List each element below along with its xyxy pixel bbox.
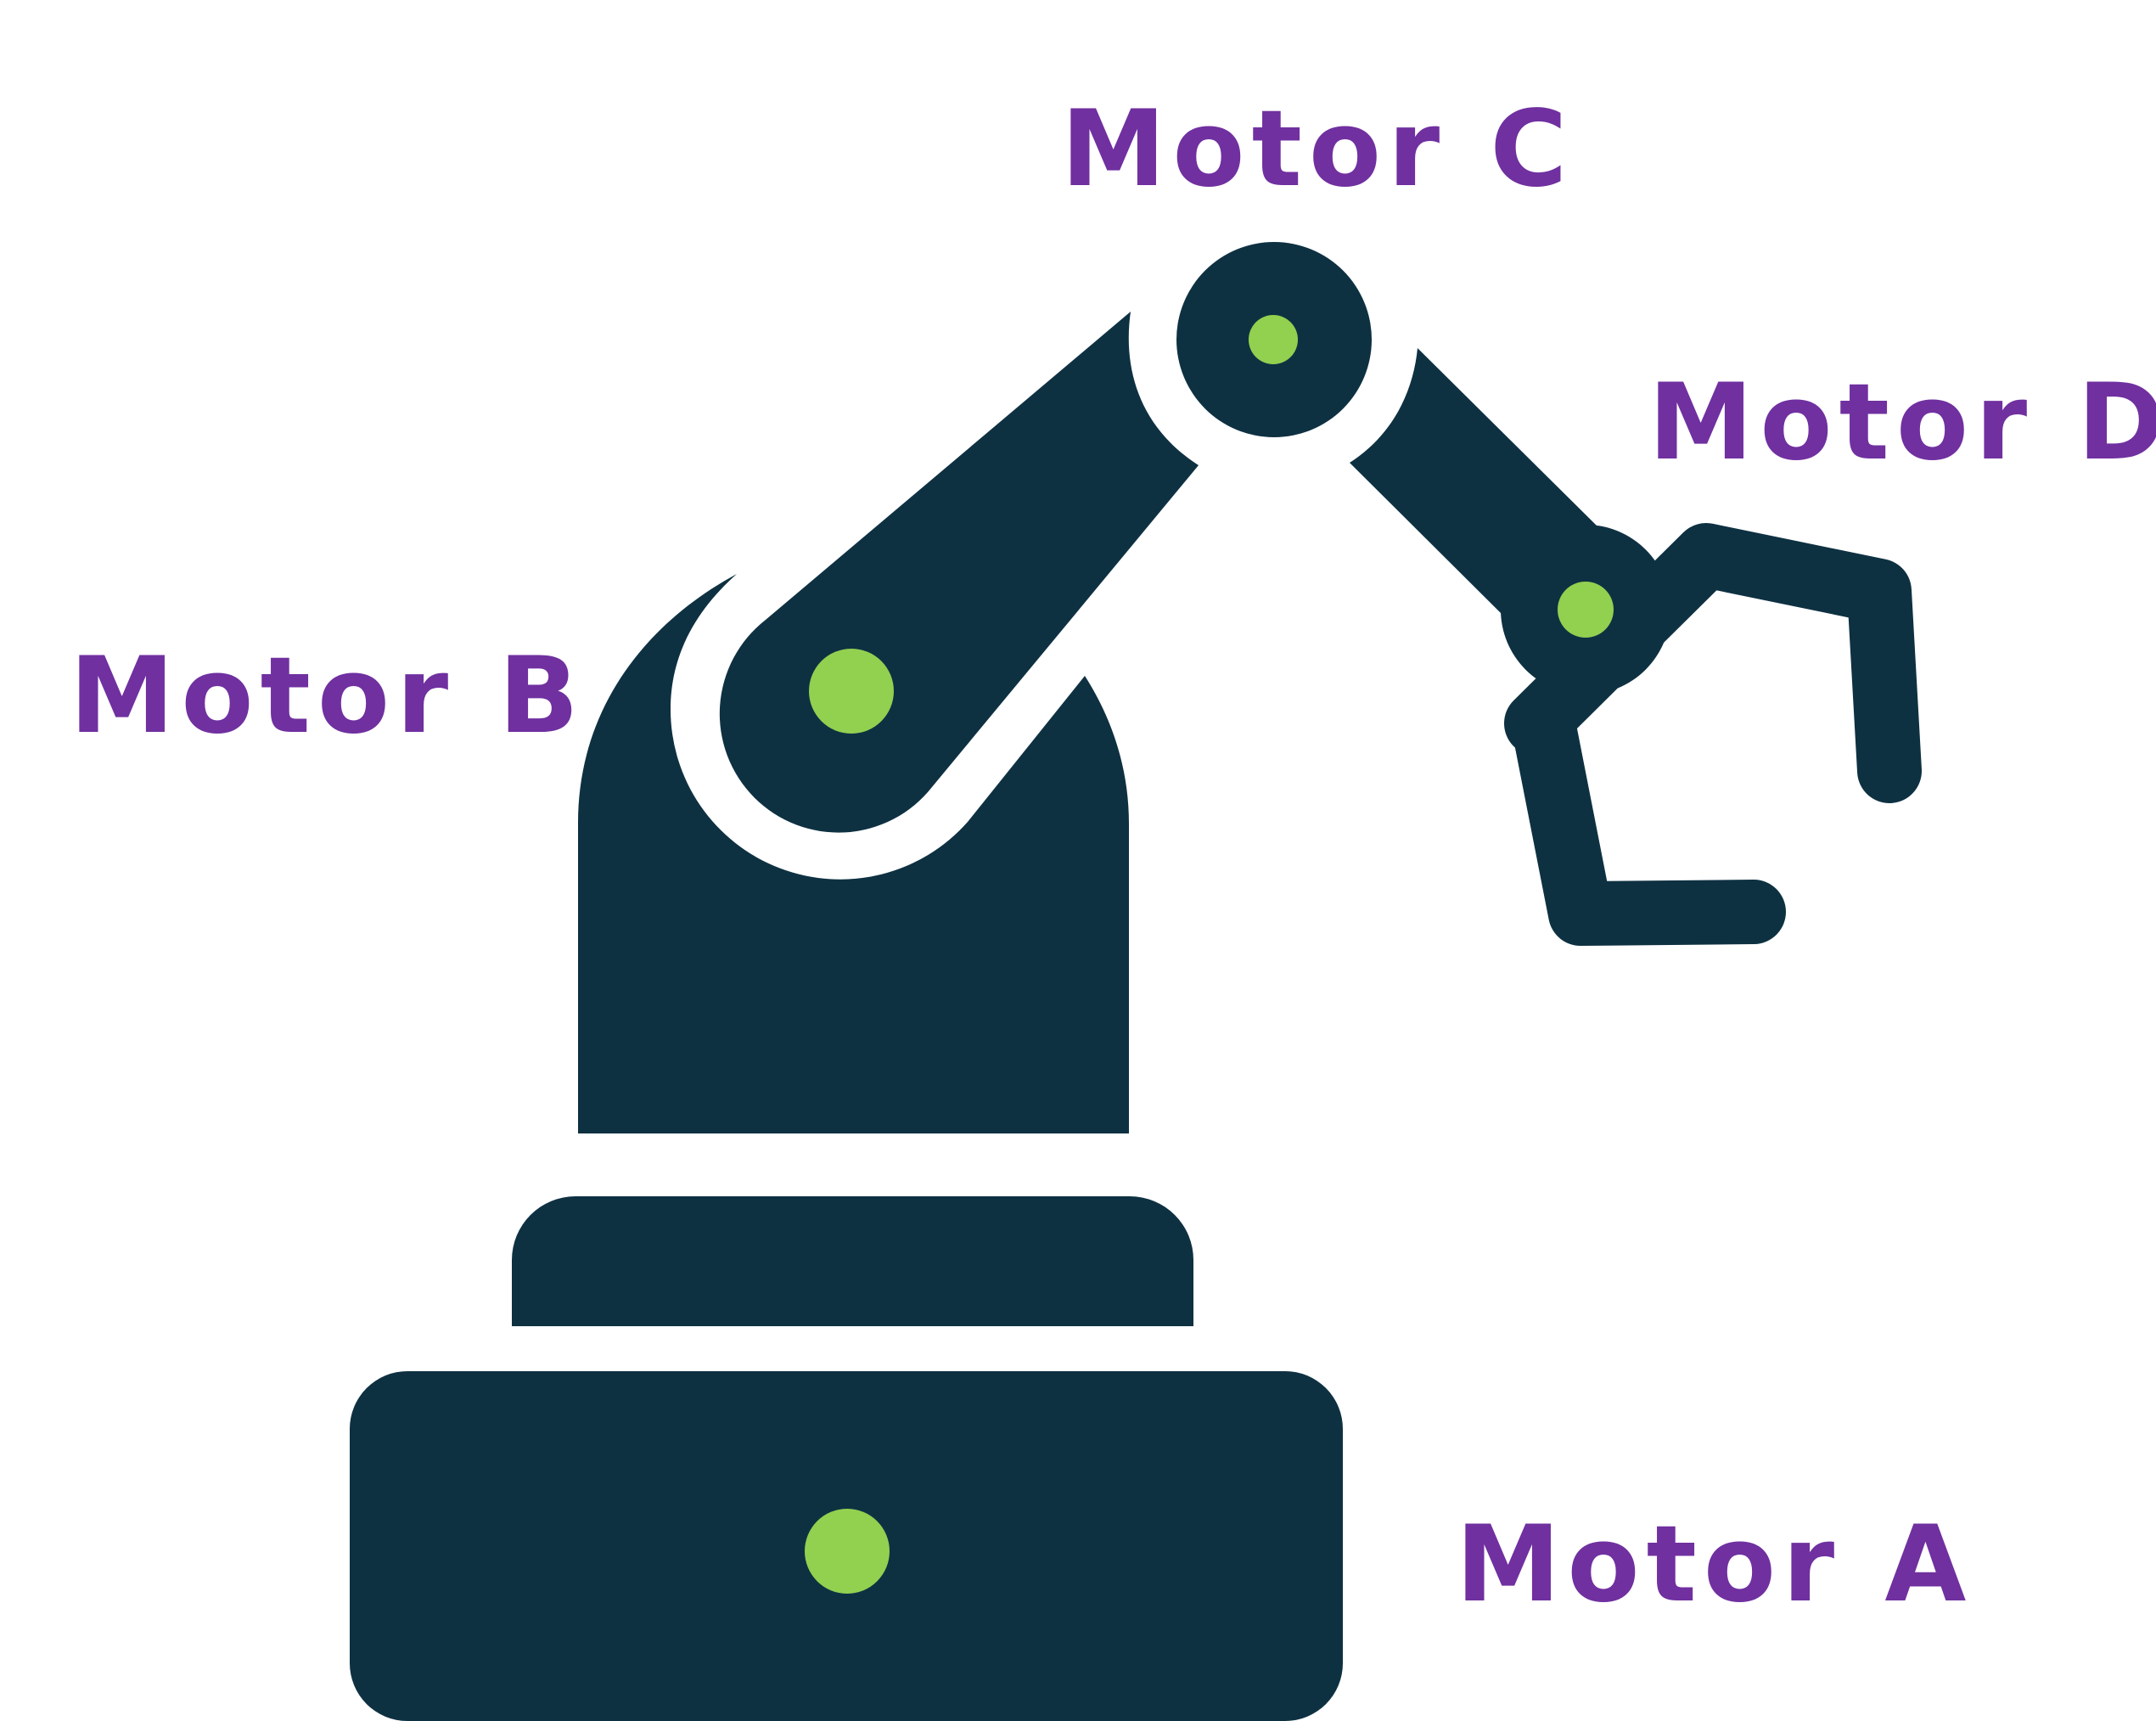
motor-d-dot — [1558, 582, 1614, 638]
gripper-lower-finger — [1513, 700, 1786, 946]
motor-b-label: Motor B — [70, 635, 586, 757]
gripper-upper-finger — [1504, 523, 1922, 803]
upper-arm — [719, 312, 1199, 833]
tower-body — [578, 574, 1129, 1133]
motor-c-label: Motor C — [1061, 88, 1574, 211]
motor-c-dot — [1249, 315, 1298, 364]
base-upper-block — [512, 1196, 1193, 1326]
motor-b-dot — [809, 649, 894, 734]
motor-d-label: Motor D — [1648, 362, 2156, 484]
motor-a-label: Motor A — [1456, 1504, 1973, 1626]
gripper — [1504, 523, 1922, 946]
motor-a-dot — [805, 1509, 890, 1594]
